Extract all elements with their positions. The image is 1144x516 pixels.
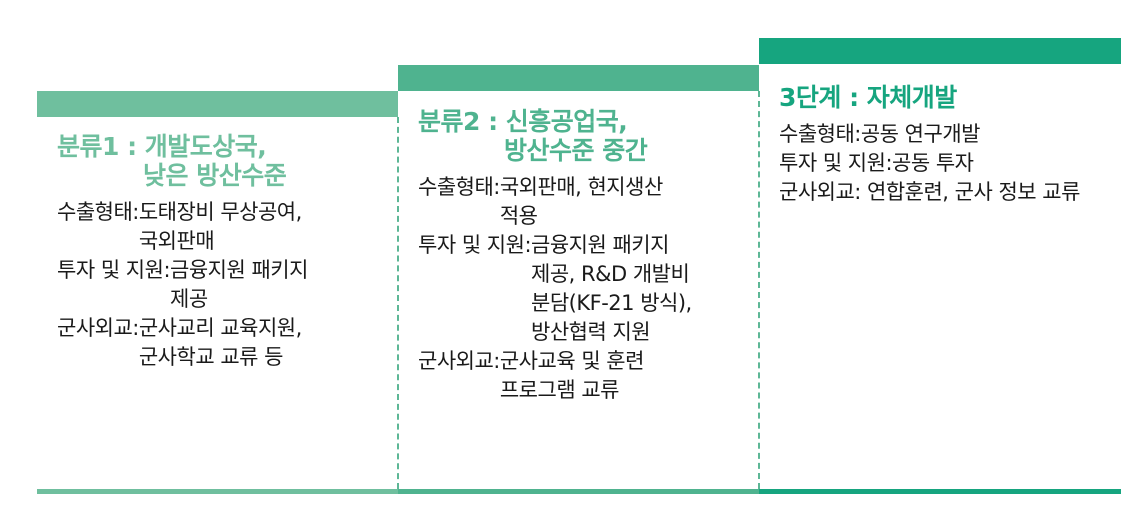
stage-1-bottom-line	[37, 489, 398, 494]
stage-2-heading-line1: 분류2 : 신흥공업국,	[418, 107, 628, 136]
stage-1-row-investment: 투자 및 지원: 금융지원 패키지 제공	[57, 256, 387, 314]
stage-3-row-investment: 투자 및 지원: 공동 투자	[779, 149, 1109, 178]
stage-1-row-export: 수출형태: 도태장비 무상공여, 국외판매	[57, 198, 387, 256]
stage-3-bottom-line	[759, 489, 1121, 494]
stage-1-heading-line1: 분류1 : 개발도상국,	[57, 132, 267, 161]
row-label: 수출형태:	[57, 200, 139, 224]
stage-2-bottom-line	[398, 489, 759, 494]
row-label: 군사외교:	[418, 349, 500, 373]
row-label: 수출형태:	[418, 175, 500, 199]
stage-divider-2	[758, 91, 760, 489]
row-label: 투자 및 지원:	[779, 151, 893, 175]
stage-2-top-bar	[398, 65, 759, 91]
stage-2-row-diplomacy: 군사외교: 군사교육 및 훈련 프로그램 교류	[418, 347, 748, 405]
stage-3-panel: 3단계 : 자체개발 수출형태: 공동 연구개발 투자 및 지원: 공동 투자 …	[779, 83, 1109, 207]
stage-divider-1	[397, 117, 399, 489]
row-value: 도태장비 무상공여, 국외판매	[138, 200, 302, 253]
stage-3-heading: 3단계 : 자체개발	[779, 83, 1109, 112]
row-value: 금융지원 패키지 제공, R&D 개발비 분담(KF-21 방식), 방산협력 …	[531, 233, 692, 344]
stage-2-heading: 분류2 : 신흥공업국, 방산수준 중간	[418, 107, 748, 165]
row-value: 금융지원 패키지 제공	[170, 258, 308, 311]
row-value: 군사교육 및 훈련 프로그램 교류	[499, 349, 645, 402]
stage-2-row-investment: 투자 및 지원: 금융지원 패키지 제공, R&D 개발비 분담(KF-21 방…	[418, 231, 748, 347]
stage-2-row-export: 수출형태: 국외판매, 현지생산 적용	[418, 173, 748, 231]
row-value: 국외판매, 현지생산 적용	[499, 175, 663, 228]
stage-3-row-export: 수출형태: 공동 연구개발	[779, 120, 1109, 149]
row-label: 투자 및 지원:	[418, 233, 532, 257]
row-value: 공동 투자	[892, 151, 974, 175]
row-value: 군사교리 교육지원, 군사학교 교류 등	[138, 316, 302, 369]
stage-1-panel: 분류1 : 개발도상국, 낮은 방산수준 수출형태: 도태장비 무상공여, 국외…	[57, 132, 387, 372]
row-label: 투자 및 지원:	[57, 258, 171, 282]
row-label: 수출형태:	[779, 122, 861, 146]
row-label: 군사외교:	[57, 316, 139, 340]
stage-1-heading-line2: 낮은 방산수준	[143, 161, 287, 190]
row-value: 연합훈련, 군사 정보 교류	[867, 180, 1080, 204]
stage-2-heading-line2: 방산수준 중간	[504, 136, 648, 165]
row-label: 군사외교:	[779, 180, 868, 204]
stage-3-row-diplomacy: 군사외교: 연합훈련, 군사 정보 교류	[779, 178, 1109, 207]
stage-3-heading-line1: 3단계 : 자체개발	[779, 83, 957, 112]
stage-3-top-bar	[759, 38, 1121, 64]
stage-2-panel: 분류2 : 신흥공업국, 방산수준 중간 수출형태: 국외판매, 현지생산 적용…	[418, 107, 748, 405]
stage-1-top-bar	[37, 91, 398, 117]
stage-1-heading: 분류1 : 개발도상국, 낮은 방산수준	[57, 132, 387, 190]
row-value: 공동 연구개발	[860, 122, 981, 146]
stage-1-row-diplomacy: 군사외교: 군사교리 교육지원, 군사학교 교류 등	[57, 314, 387, 372]
